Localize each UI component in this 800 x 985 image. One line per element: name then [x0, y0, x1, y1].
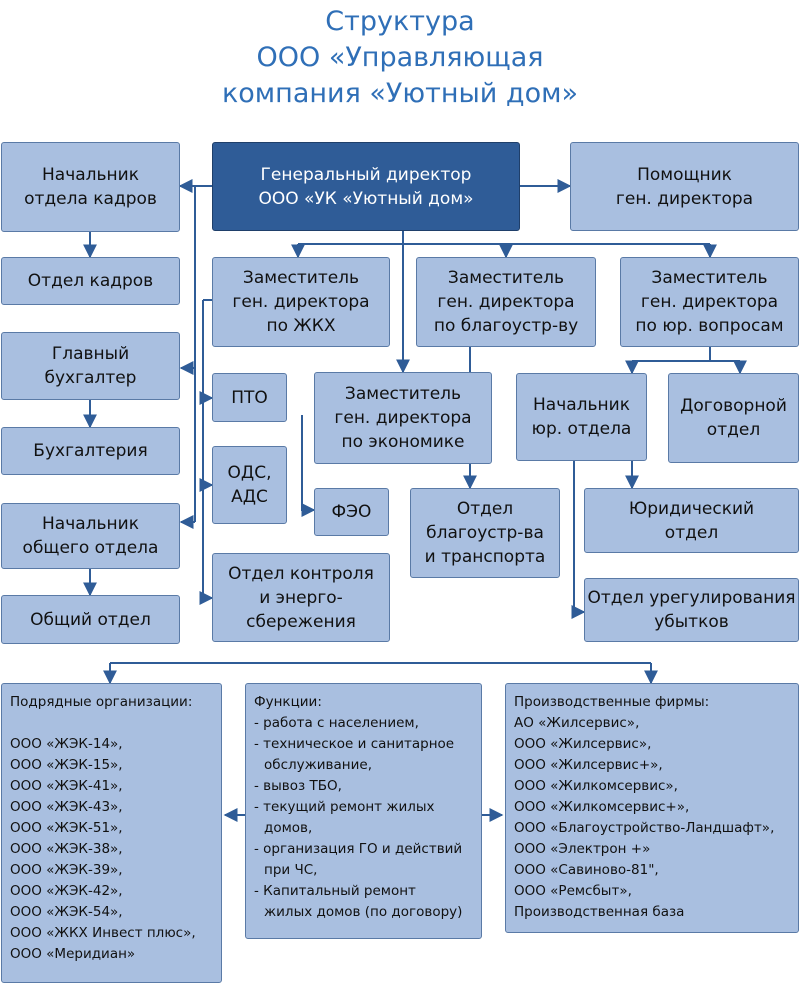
legal-head-box: Начальник юр. отдела [516, 373, 647, 461]
list-item: ООО «ЖКХ Инвест плюс», [10, 925, 196, 941]
list-item: ООО «Благоустройство-Ландшафт», [514, 820, 775, 836]
list-item: ООО «Савиново-81", [514, 862, 659, 878]
dep-economy-box: Заместитель ген. директора по экономике [314, 372, 492, 464]
contractors-heading: Подрядные организации: [10, 694, 193, 710]
list-item: ООО «ЖЭК-51», [10, 820, 123, 836]
claims-dept-box: Отдел урегулирования убытков [584, 578, 799, 642]
list-item: ООО «Жилкомсервис», [514, 778, 678, 794]
hr-head-box: Начальник отдела кадров [1, 142, 180, 232]
dep-improvement-label: Заместитель ген. директора по благоустр-… [433, 268, 579, 336]
title-line-3: компания «Уютный дом» [221, 78, 579, 109]
ods-label: ОДС, АДС [227, 463, 272, 507]
contract-dept-label: Договорной отдел [680, 396, 787, 440]
chief-accountant-label: Главный бухгалтер [44, 344, 137, 388]
legal-dept-label: Юридический отдел [628, 498, 755, 543]
line-legal-head-claims [571, 461, 586, 619]
functions-panel: Функции: - работа с населением, - технич… [245, 683, 482, 939]
general-head-label: Начальник общего отдела [22, 514, 159, 558]
title-line-1: Структура [325, 6, 475, 37]
production-heading: Производственные фирмы: [514, 694, 710, 710]
dep-housing-box: Заместитель ген. директора по ЖКХ [212, 257, 390, 347]
pto-box: ПТО [212, 373, 287, 422]
control-energy-label: Отдел контроля и энерго- сбережения [228, 563, 374, 632]
list-item: ООО «ЖЭК-43», [10, 799, 123, 815]
functions-heading: Функции: [254, 694, 322, 710]
dep-economy-label: Заместитель ген. директора по экономике [334, 384, 472, 452]
list-item: ООО «ЖЭК-15», [10, 757, 123, 773]
list-item: ООО «ЖЭК-14», [10, 736, 123, 752]
legal-dept-box: Юридический отдел [584, 488, 799, 553]
improvement-transport-box: Отдел благоустр-ва и транспорта [410, 488, 560, 578]
list-item: ООО «Электрон +» [514, 841, 651, 857]
dep-housing-label: Заместитель ген. директора по ЖКХ [232, 268, 370, 336]
ceo-label: Генеральный директор ООО «УК «Уютный дом… [258, 164, 474, 209]
list-item: ООО «ЖЭК-54», [10, 904, 123, 920]
list-item: ООО «ЖЭК-42», [10, 883, 123, 899]
dep-legal-box: Заместитель ген. директора по юр. вопрос… [620, 257, 799, 347]
functions-list: - работа с населением, - техническое и с… [254, 713, 473, 923]
accounting-box: Бухгалтерия [1, 427, 180, 475]
assistant-label: Помощник ген. директора [615, 164, 754, 209]
list-item: - Капитальный ремонт жилых домов (по дог… [254, 883, 463, 920]
list-item: - текущий ремонт жилых домов, [254, 799, 435, 836]
pto-label: ПТО [231, 387, 268, 408]
contractors-panel: Подрядные организации: ООО «ЖЭК-14», ООО… [1, 683, 222, 983]
feo-box: ФЭО [314, 488, 389, 536]
line-economy-feo [301, 415, 316, 517]
hr-dept-label: Отдел кадров [27, 271, 154, 291]
contractors-list: ООО «ЖЭК-14», ООО «ЖЭК-15», ООО «ЖЭК-41»… [10, 734, 213, 965]
production-panel: Производственные фирмы: АО «Жилсервис», … [505, 683, 799, 933]
list-item: - техническое и санитарное обслуживание, [254, 736, 455, 773]
general-dept-label: Общий отдел [30, 609, 151, 630]
list-item: ООО «Ремсбыт», [514, 883, 632, 899]
general-head-box: Начальник общего отдела [1, 503, 180, 569]
dep-legal-label: Заместитель ген. директора по юр. вопрос… [635, 268, 784, 336]
assistant-box: Помощник ген. директора [570, 142, 799, 231]
list-item: ООО «ЖЭК-39», [10, 862, 123, 878]
improvement-transport-label: Отдел благоустр-ва и транспорта [424, 499, 546, 567]
chief-accountant-box: Главный бухгалтер [1, 332, 180, 400]
list-item: ООО «ЖЭК-38», [10, 841, 123, 857]
claims-dept-label: Отдел урегулирования убытков [587, 588, 796, 632]
control-energy-box: Отдел контроля и энерго- сбережения [212, 553, 390, 642]
hr-dept-box: Отдел кадров [1, 257, 180, 305]
legal-head-label: Начальник юр. отдела [531, 395, 632, 439]
ods-box: ОДС, АДС [212, 446, 287, 524]
list-item: АО «Жилсервис», [514, 715, 640, 731]
dep-improvement-box: Заместитель ген. директора по благоустр-… [416, 257, 596, 347]
list-item: ООО «Жилсервис», [514, 736, 652, 752]
list-item: ООО «Меридиан» [10, 946, 136, 962]
list-item: ООО «Жилсервис+», [514, 757, 663, 773]
title-line-2: ООО «Управляющая [256, 42, 544, 73]
list-item: ООО «ЖЭК-41», [10, 778, 123, 794]
list-item: Производственная база [514, 904, 685, 920]
hr-head-label: Начальник отдела кадров [24, 165, 157, 209]
list-item: - вывоз ТБО, [254, 778, 342, 794]
general-dept-box: Общий отдел [1, 595, 180, 644]
list-item: - работа с населением, [254, 715, 419, 731]
diagram-title: Структура ООО «Управляющая компания «Уют… [0, 4, 800, 112]
ceo-box: Генеральный директор ООО «УК «Уютный дом… [212, 142, 520, 231]
accounting-label: Бухгалтерия [33, 441, 148, 461]
list-item: - организация ГО и действий при ЧС, [254, 841, 463, 878]
contract-dept-box: Договорной отдел [668, 373, 799, 463]
feo-label: ФЭО [331, 502, 372, 522]
production-list: АО «Жилсервис», ООО «Жилсервис», ООО «Жи… [514, 713, 790, 923]
list-item: ООО «Жилкомсервис+», [514, 799, 690, 815]
